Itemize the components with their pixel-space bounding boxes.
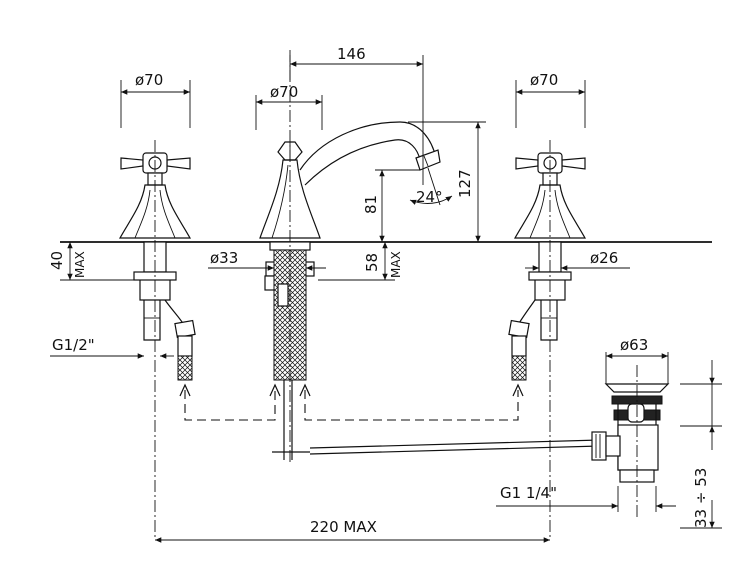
dimension-right-handle: ø70 [515,71,586,128]
dimension-max-centers: 220 MAX [155,518,550,543]
dimension-spout-angle: 24° [409,167,453,206]
dimension-spout-shank: ø33 [208,249,326,271]
dimension-spout-reach: 146 [289,45,424,185]
water-connection-line [184,390,519,421]
waste-valve [591,365,670,520]
dim-tap-deck-thickness-max: MAX [73,251,87,278]
dim-right-handle-diameter: ø70 [530,71,558,89]
dim-spout-angle: 24° [416,188,443,206]
dimension-waste-thread: G1 1/4" [496,484,676,512]
dimension-tap-thread: G1/2" [50,336,174,359]
dim-waste-height-range: 33 ÷ 53 [692,468,710,528]
popup-rod [272,380,601,460]
dimension-outlet-height: 81 [362,169,420,242]
right-tap [508,140,587,540]
dimension-left-handle: ø70 [120,71,191,128]
dimension-spout-deck-thickness: 58 MAX [318,242,403,281]
dimension-waste-height: 33 ÷ 53 [680,360,722,529]
dim-spout-reach: 146 [337,45,366,63]
dim-spout-base-diameter: ø70 [270,83,298,101]
dim-waste-diameter: ø63 [620,336,648,354]
dim-spout-shank-diameter: ø33 [210,249,238,267]
dimension-tap-deck-thickness: 40 MAX [48,242,140,281]
dim-tap-deck-thickness: 40 [48,251,66,270]
dimension-tap-shank: ø26 [525,249,630,271]
dim-spout-deck-thickness: 58 [363,253,381,272]
dim-max-centers: 220 MAX [310,518,377,536]
spout [259,50,441,462]
dim-tap-connection-thread: G1/2" [52,336,95,354]
left-tap [118,140,196,540]
dim-outlet-height: 81 [362,195,380,214]
dim-spout-height: 127 [456,169,474,198]
dim-spout-deck-thickness-max: MAX [389,251,403,278]
dimension-waste-diameter: ø63 [605,336,669,384]
dim-waste-thread: G1 1/4" [500,484,557,502]
dim-tap-shank-diameter: ø26 [590,249,618,267]
dimension-spout-height: 127 [408,121,486,242]
dimension-spout-base: ø70 [255,83,323,130]
dim-left-handle-diameter: ø70 [135,71,163,89]
